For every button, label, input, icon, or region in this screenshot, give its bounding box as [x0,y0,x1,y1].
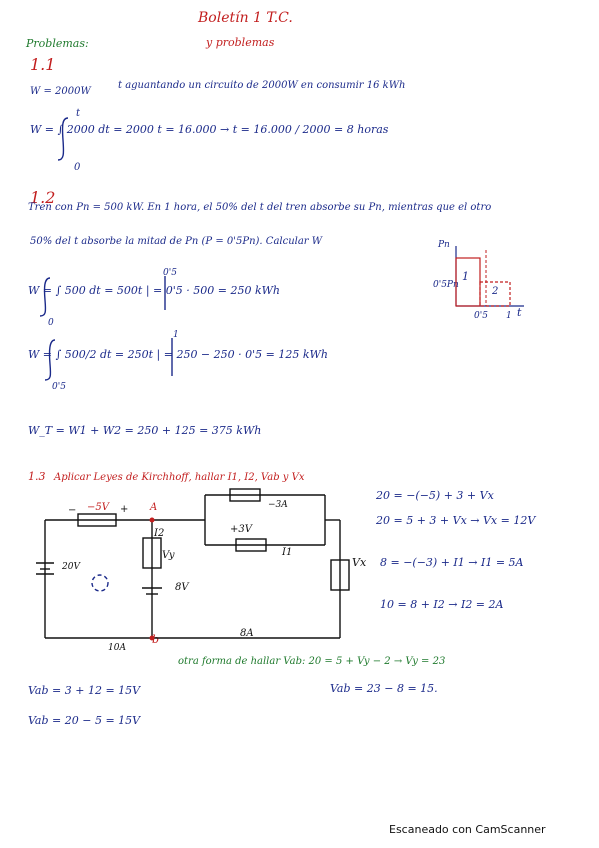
problem-number: 1.3 [28,470,46,483]
problem-statement: 50% del t absorbe la mitad de Pn (P = 0'… [30,236,323,247]
resistor [77,513,117,527]
circuit-label: I1 [282,547,293,558]
equation: 10 = 8 + I2 → I2 = 2A [380,598,504,611]
section-label: Problemas: [26,37,89,50]
circuit-label: −3A [268,500,288,510]
equation: 20 = −(−5) + 3 + Vx [376,489,494,502]
scanner-watermark: Escaneado con CamScanner [389,823,546,836]
equation: W = ∫ 2000 dt = 2000 t = 16.000 → t = 16… [30,123,389,136]
page-subtitle: y problemas [206,36,275,49]
equation: W_T = W1 + W2 = 250 + 125 = 375 kWh [28,424,262,437]
circuit-label: 10A [108,643,126,653]
equation: Vab = 23 − 8 = 15. [330,682,438,695]
problem-number: 1.2 [30,188,56,207]
graph-x-tick: 1 [506,311,512,321]
graph-region-1 [455,257,481,307]
equation: Vab = 3 + 12 = 15V [28,684,141,697]
alt-method-note: otra forma de hallar Vab: 20 = 5 + Vy − … [178,656,446,667]
integral-sign [39,277,51,317]
circuit-label: − [68,505,77,516]
circuit-label: 8V [175,582,189,593]
node-b [149,635,155,641]
problem-number: 1.1 [30,55,56,74]
equation: 8 = −(−3) + I1 → I1 = 5A [380,556,524,569]
equation: W = ∫ 500 dt = 500t | = 0'5 · 500 = 250 … [28,284,281,297]
resistor [142,537,162,569]
integral-sign [57,117,69,161]
circuit-diagram [36,488,350,639]
graph-region-label: 1 [462,270,469,283]
circuit-label: 8A [240,628,254,639]
integral-sign [44,339,56,381]
equation: Vab = 20 − 5 = 15V [28,714,141,727]
graph-region-2 [479,281,511,307]
integral-lower-limit: 0'5 [52,382,66,392]
page-title: Boletín 1 T.C. [198,10,293,26]
graph-x-label: t [517,306,522,319]
loop-arrow [91,574,109,592]
circuit-label: 20V [62,562,80,572]
integral-lower-limit: 0 [48,318,54,328]
circuit-label: + [120,504,129,515]
node-b-label: b [152,633,160,646]
graph-region-label: 2 [492,286,499,297]
circuit-label: +3V [230,524,252,535]
graph-x-tick: 0'5 [474,311,488,321]
problem-statement: Aplicar Leyes de Kirchhoff, hallar I1, I… [54,472,305,483]
integral-upper-limit: 1 [173,330,179,340]
resistor [235,538,267,552]
resistor [229,488,261,502]
graph-y-label: Pn [438,240,450,250]
problem-statement: t aguantando un circuito de 2000W en con… [118,80,406,91]
integral-lower-limit: 0 [74,162,81,173]
circuit-label: Vy [162,550,175,561]
circuit-label: −5V [87,502,109,513]
equation: 20 = 5 + 3 + Vx → Vx = 12V [376,514,536,527]
node-a [149,517,155,523]
circuit-label: Vx [352,556,367,569]
equation: W = ∫ 500/2 dt = 250t | = 250 − 250 · 0'… [28,348,328,361]
integral-upper-limit: 0'5 [163,268,177,278]
resistor [330,559,350,591]
problem-statement: Tren con Pn = 500 kW. En 1 hora, el 50% … [28,202,492,213]
node-a-label: A [150,502,158,513]
circuit-label: I2 [154,528,165,539]
graph-y-tick: 0'5Pn [433,280,459,290]
given-value: W = 2000W [30,86,91,97]
integral-upper-limit: t [76,108,81,119]
